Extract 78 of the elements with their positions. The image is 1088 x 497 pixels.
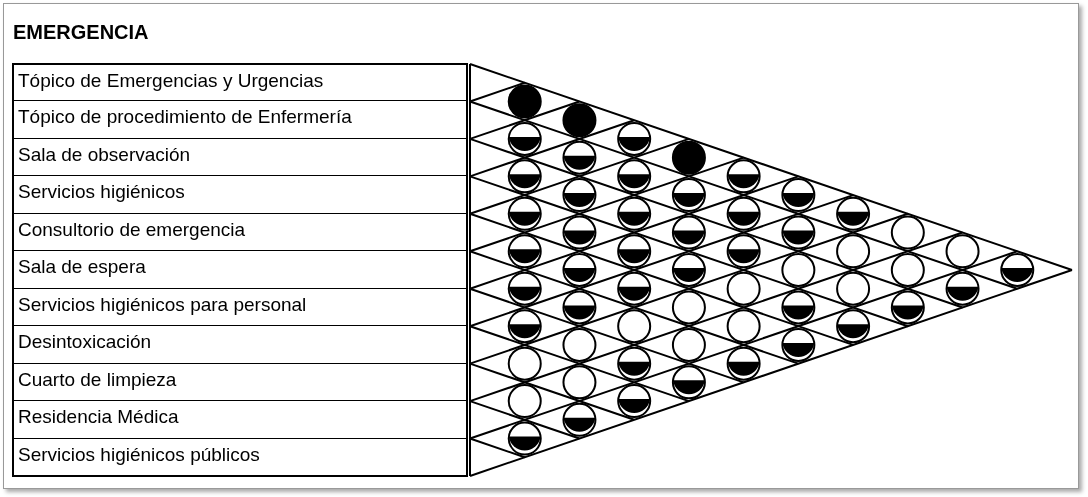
open-circle-symbol bbox=[890, 253, 925, 287]
half-filled-circle-symbol bbox=[507, 121, 542, 156]
half-filled-circle-symbol bbox=[507, 309, 542, 344]
half-filled-circle-symbol bbox=[617, 234, 652, 269]
half-filled-circle-symbol bbox=[507, 159, 542, 194]
room-row-box bbox=[12, 100, 468, 140]
room-name: Tópico de procedimiento de Enfermería bbox=[18, 107, 352, 128]
open-circle-symbol bbox=[562, 365, 597, 400]
room-row-box bbox=[12, 287, 468, 328]
half-filled-circle-symbol bbox=[617, 271, 652, 306]
half-filled-circle-symbol bbox=[562, 290, 597, 325]
open-circle-symbol bbox=[617, 309, 652, 344]
half-filled-circle-symbol bbox=[671, 178, 706, 213]
half-filled-circle-symbol bbox=[890, 290, 925, 325]
half-filled-circle-symbol bbox=[562, 253, 597, 287]
open-circle-symbol bbox=[671, 327, 706, 362]
open-circle-symbol bbox=[726, 271, 761, 306]
half-filled-circle-symbol bbox=[507, 196, 542, 231]
half-filled-circle-symbol bbox=[562, 140, 597, 175]
room-row-box bbox=[12, 250, 468, 290]
half-filled-circle-symbol bbox=[617, 346, 652, 381]
half-filled-circle-symbol bbox=[781, 178, 816, 213]
open-circle-symbol bbox=[726, 309, 761, 344]
room-name: Desintoxicación bbox=[18, 332, 152, 353]
half-filled-circle-symbol bbox=[726, 234, 761, 269]
half-filled-circle-symbol bbox=[1000, 253, 1035, 287]
half-filled-circle-symbol bbox=[617, 196, 652, 231]
room-row-box bbox=[12, 362, 468, 403]
room-name: Sala de espera bbox=[18, 257, 146, 278]
half-filled-circle-symbol bbox=[562, 215, 597, 250]
half-filled-circle-symbol bbox=[836, 196, 871, 231]
room-row-box bbox=[12, 137, 468, 178]
half-filled-circle-symbol bbox=[671, 215, 706, 250]
half-filled-circle-symbol bbox=[562, 178, 597, 213]
half-filled-circle-symbol bbox=[617, 159, 652, 194]
room-row-box bbox=[12, 400, 468, 440]
room-row-box bbox=[12, 325, 468, 365]
open-circle-symbol bbox=[836, 234, 871, 269]
room-name: Tópico de Emergencias y Urgencias bbox=[18, 71, 324, 91]
half-filled-circle-symbol bbox=[617, 384, 652, 419]
half-filled-circle-symbol bbox=[781, 327, 816, 362]
diagram-title: EMERGENCIA bbox=[13, 20, 149, 44]
open-circle-symbol bbox=[836, 271, 871, 306]
half-filled-circle-symbol bbox=[781, 290, 816, 325]
half-filled-circle-symbol bbox=[836, 309, 871, 344]
room-name: Sala de observación bbox=[18, 144, 191, 165]
half-filled-circle-symbol bbox=[671, 365, 706, 400]
half-filled-circle-symbol bbox=[781, 215, 816, 250]
half-filled-circle-symbol bbox=[726, 196, 761, 231]
half-filled-circle-symbol bbox=[945, 271, 980, 306]
open-circle-symbol bbox=[562, 327, 597, 362]
open-circle-symbol bbox=[507, 346, 542, 381]
half-filled-circle-symbol bbox=[507, 271, 542, 306]
half-filled-circle-symbol bbox=[507, 421, 542, 456]
room-name: Cuarto de limpieza bbox=[18, 369, 177, 390]
open-circle-symbol bbox=[890, 215, 925, 250]
open-circle-symbol bbox=[671, 290, 706, 325]
half-filled-circle-symbol bbox=[726, 346, 761, 381]
filled-circle-symbol bbox=[671, 140, 706, 175]
half-filled-circle-symbol bbox=[617, 121, 652, 156]
open-circle-symbol bbox=[945, 234, 980, 269]
room-name: Residencia Médica bbox=[18, 407, 179, 428]
half-filled-circle-symbol bbox=[562, 402, 597, 437]
room-name: Servicios higiénicos públicos bbox=[18, 444, 260, 465]
filled-circle-symbol bbox=[562, 103, 597, 138]
room-name: Servicios higiénicos para personal bbox=[18, 294, 307, 315]
room-name: Consultorio de emergencia bbox=[18, 219, 246, 240]
half-filled-circle-symbol bbox=[726, 159, 761, 194]
open-circle-symbol bbox=[781, 253, 816, 287]
room-row-box bbox=[12, 212, 468, 253]
room-row-box bbox=[12, 63, 468, 103]
room-row-box bbox=[12, 437, 468, 477]
filled-circle-symbol bbox=[507, 84, 542, 119]
open-circle-symbol bbox=[507, 384, 542, 419]
half-filled-circle-symbol bbox=[507, 234, 542, 269]
room-name: Servicios higiénicos bbox=[18, 182, 185, 203]
half-filled-circle-symbol bbox=[671, 253, 706, 287]
room-row-box bbox=[12, 175, 468, 215]
